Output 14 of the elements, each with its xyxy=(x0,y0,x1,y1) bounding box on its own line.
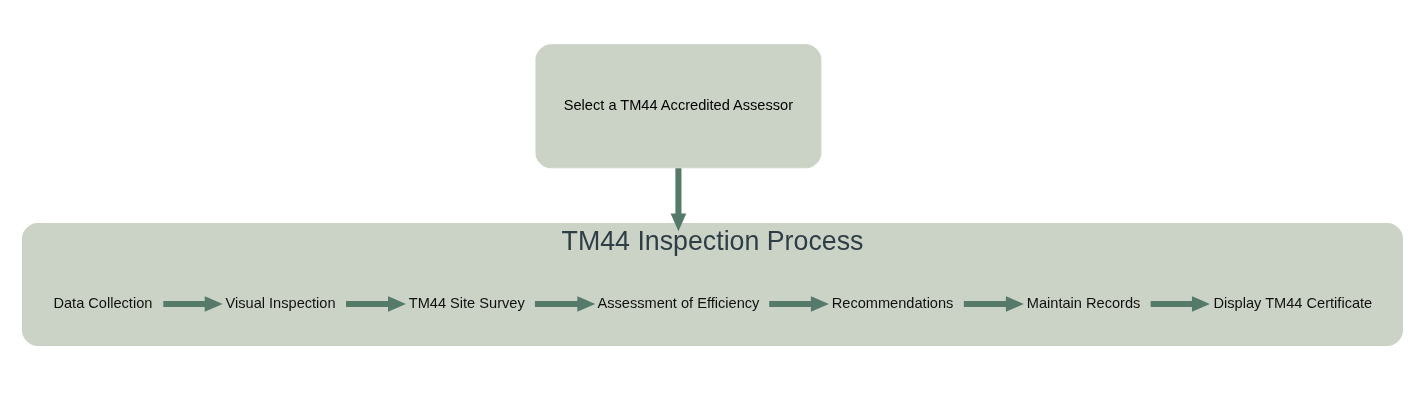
arrow xyxy=(534,296,596,312)
node-text: Display TM44 Certificate xyxy=(1213,294,1373,311)
node-text: Data Collection xyxy=(53,294,153,311)
node-text: TM44 Site Survey xyxy=(408,294,525,311)
arrow xyxy=(963,296,1024,312)
node-box: Select a TM44 Accredited Assessor xyxy=(535,44,822,169)
node-text: Visual Inspection xyxy=(225,294,336,311)
arrow xyxy=(769,296,829,312)
arrow xyxy=(163,296,223,312)
node-text: Maintain Records xyxy=(1026,294,1141,311)
node-text: Recommendations xyxy=(831,294,954,311)
node-text: Assessment of Efficiency xyxy=(597,294,760,311)
arrow xyxy=(670,168,687,232)
arrow xyxy=(1150,296,1210,312)
